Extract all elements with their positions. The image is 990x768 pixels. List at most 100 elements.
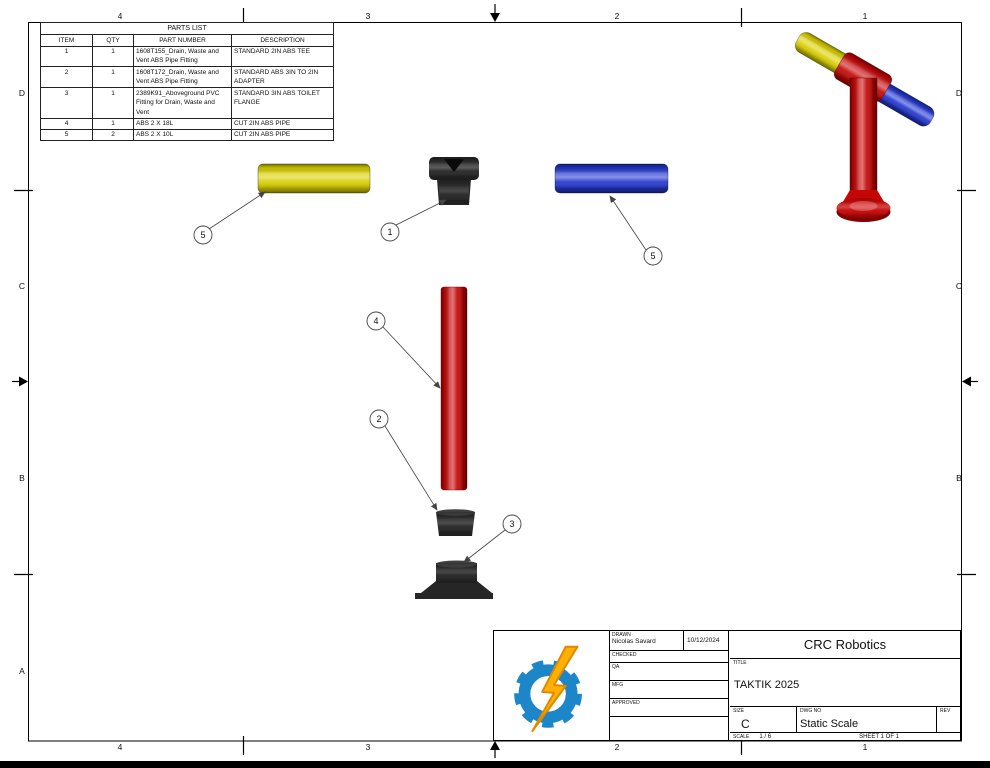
leader-line <box>463 529 506 563</box>
zone-label: D <box>19 88 25 98</box>
checked-row: CHECKED <box>610 651 728 663</box>
parts-list-title: PARTS LIST <box>39 21 335 36</box>
drawn-row: DRAWN Nicolas Savard 10/12/2024 <box>610 631 728 651</box>
cell-qty: 1 <box>92 45 134 68</box>
bottom-edge-strip <box>0 761 990 768</box>
qa-label: QA <box>612 664 620 670</box>
qa-row: QA <box>610 663 728 681</box>
assembled-flange-red <box>836 190 891 222</box>
table-row: 3 1 2389K91_Aboveground PVC Fitting for … <box>40 87 335 119</box>
part-toilet-flange <box>415 560 493 599</box>
zone-label: C <box>956 281 962 291</box>
zone-label: 1 <box>863 11 868 21</box>
drawn-date: 10/12/2024 <box>687 637 720 644</box>
zone-label: 3 <box>366 11 371 21</box>
size-cell: SIZE C <box>730 707 797 732</box>
scale-label: SCALE <box>733 734 750 740</box>
cell-qty: 1 <box>92 87 134 119</box>
part-pipe-blue-10in <box>554 163 669 194</box>
part-tee-fitting <box>429 157 479 205</box>
cell-part-number: ABS 2 X 10L <box>133 128 232 142</box>
zone-label: 1 <box>863 742 868 752</box>
column-header-description: DESCRIPTION <box>230 34 335 47</box>
title-label: TITLE <box>733 660 747 666</box>
balloon-3: 3 <box>502 514 522 534</box>
zone-label: 4 <box>118 742 123 752</box>
table-row: 4 1 ABS 2 X 18L CUT 2IN ABS PIPE <box>40 117 335 130</box>
table-row: 2 1 1608T172_Drain, Waste and Vent ABS P… <box>40 66 335 89</box>
company-name: CRC Robotics <box>730 631 960 659</box>
drawn-name: Nicolas Savard <box>612 638 656 645</box>
table-row: 5 2 ABS 2 X 10L CUT 2IN ABS PIPE <box>40 128 335 142</box>
column-header-qty: QTY <box>92 34 134 47</box>
sheet-number: SHEET 1 OF 1 <box>859 734 899 740</box>
cell-qty: 1 <box>92 117 134 130</box>
company-logo <box>494 631 609 740</box>
balloon-5a: 5 <box>193 225 213 245</box>
leader-line <box>384 425 438 511</box>
leader-line <box>382 326 441 389</box>
balloon-1: 1 <box>380 222 400 242</box>
cell-item: 5 <box>40 128 93 142</box>
empty-row <box>610 717 728 739</box>
parts-list-table: PARTS LIST ITEM QTY PART NUMBER DESCRIPT… <box>39 21 335 142</box>
zone-labels: 4 3 2 1 4 3 2 1 D C B A D C B A <box>19 11 962 752</box>
assembled-view <box>794 32 935 222</box>
size-dwg-rev-row: SIZE C DWG NO Static Scale REV <box>730 707 960 733</box>
dwg-no-label: DWG NO <box>800 708 822 714</box>
gear-ring <box>518 664 578 724</box>
drawing-title: TAKTIK 2025 <box>734 679 800 691</box>
zone-label: B <box>19 473 25 483</box>
cell-qty: 1 <box>92 66 134 89</box>
title-block: DRAWN Nicolas Savard 10/12/2024 CHECKED … <box>493 630 961 741</box>
zone-label: 4 <box>118 11 123 21</box>
cell-part-number: 2389K91_Aboveground PVC Fitting for Drai… <box>133 87 232 119</box>
part-pipe-red-18in <box>440 286 468 491</box>
leader-line <box>395 199 447 226</box>
balloon-callouts: 5 1 5 4 2 3 <box>193 222 663 534</box>
balloon-2: 2 <box>369 409 389 429</box>
leader-lines <box>208 191 647 563</box>
balloon-number: 1 <box>387 227 392 237</box>
zone-label: 2 <box>615 11 620 21</box>
drawn-label: DRAWN <box>612 632 631 638</box>
dwg-no-cell: DWG NO Static Scale <box>797 707 937 732</box>
balloon-4: 4 <box>366 311 386 331</box>
rev-label: REV <box>940 708 951 714</box>
cell-part-number: ABS 2 X 18L <box>133 117 232 130</box>
cell-part-number: 1608T172_Drain, Waste and Vent ABS Pipe … <box>133 66 232 89</box>
balloon-number: 3 <box>509 519 514 529</box>
checked-label: CHECKED <box>612 652 637 658</box>
rev-cell: REV <box>937 707 960 732</box>
balloon-number: 5 <box>650 251 655 261</box>
sheet-size: C <box>741 717 750 731</box>
dwg-no-value: Static Scale <box>800 718 859 730</box>
assembled-pipe-red-vertical <box>849 77 878 197</box>
cell-description: STANDARD 3IN ABS TOILET FLANGE <box>230 87 335 119</box>
zone-label: A <box>19 666 25 676</box>
zone-label: D <box>956 88 962 98</box>
zone-label: 3 <box>366 742 371 752</box>
cell-description: STANDARD 2IN ABS TEE <box>230 45 335 68</box>
drawn-date-cell: 10/12/2024 <box>683 631 728 650</box>
part-pipe-yellow-10in <box>257 163 371 194</box>
cell-description: CUT 2IN ABS PIPE <box>230 128 335 142</box>
leader-line <box>609 195 647 251</box>
scale-value: 1 / 6 <box>759 734 772 740</box>
lightning-bolt-icon <box>531 645 579 733</box>
balloon-number: 2 <box>376 414 381 424</box>
mfg-row: MFG <box>610 681 728 699</box>
scale-row: SCALE 1 / 6 SHEET 1 OF 1 <box>730 733 960 741</box>
size-label: SIZE <box>733 708 745 714</box>
title-row: TITLE TAKTIK 2025 <box>730 659 960 707</box>
cell-item: 2 <box>40 66 93 89</box>
balloon-5b: 5 <box>643 246 663 266</box>
cell-item: 1 <box>40 45 93 68</box>
part-adapter-3to2 <box>436 509 475 536</box>
gear-lightning-logo <box>514 645 582 733</box>
zone-label: C <box>19 281 25 291</box>
cell-part-number: 1608T155_Drain, Waste and Vent ABS Pipe … <box>133 45 232 68</box>
balloon-number: 4 <box>373 316 378 326</box>
cell-item: 3 <box>40 87 93 119</box>
